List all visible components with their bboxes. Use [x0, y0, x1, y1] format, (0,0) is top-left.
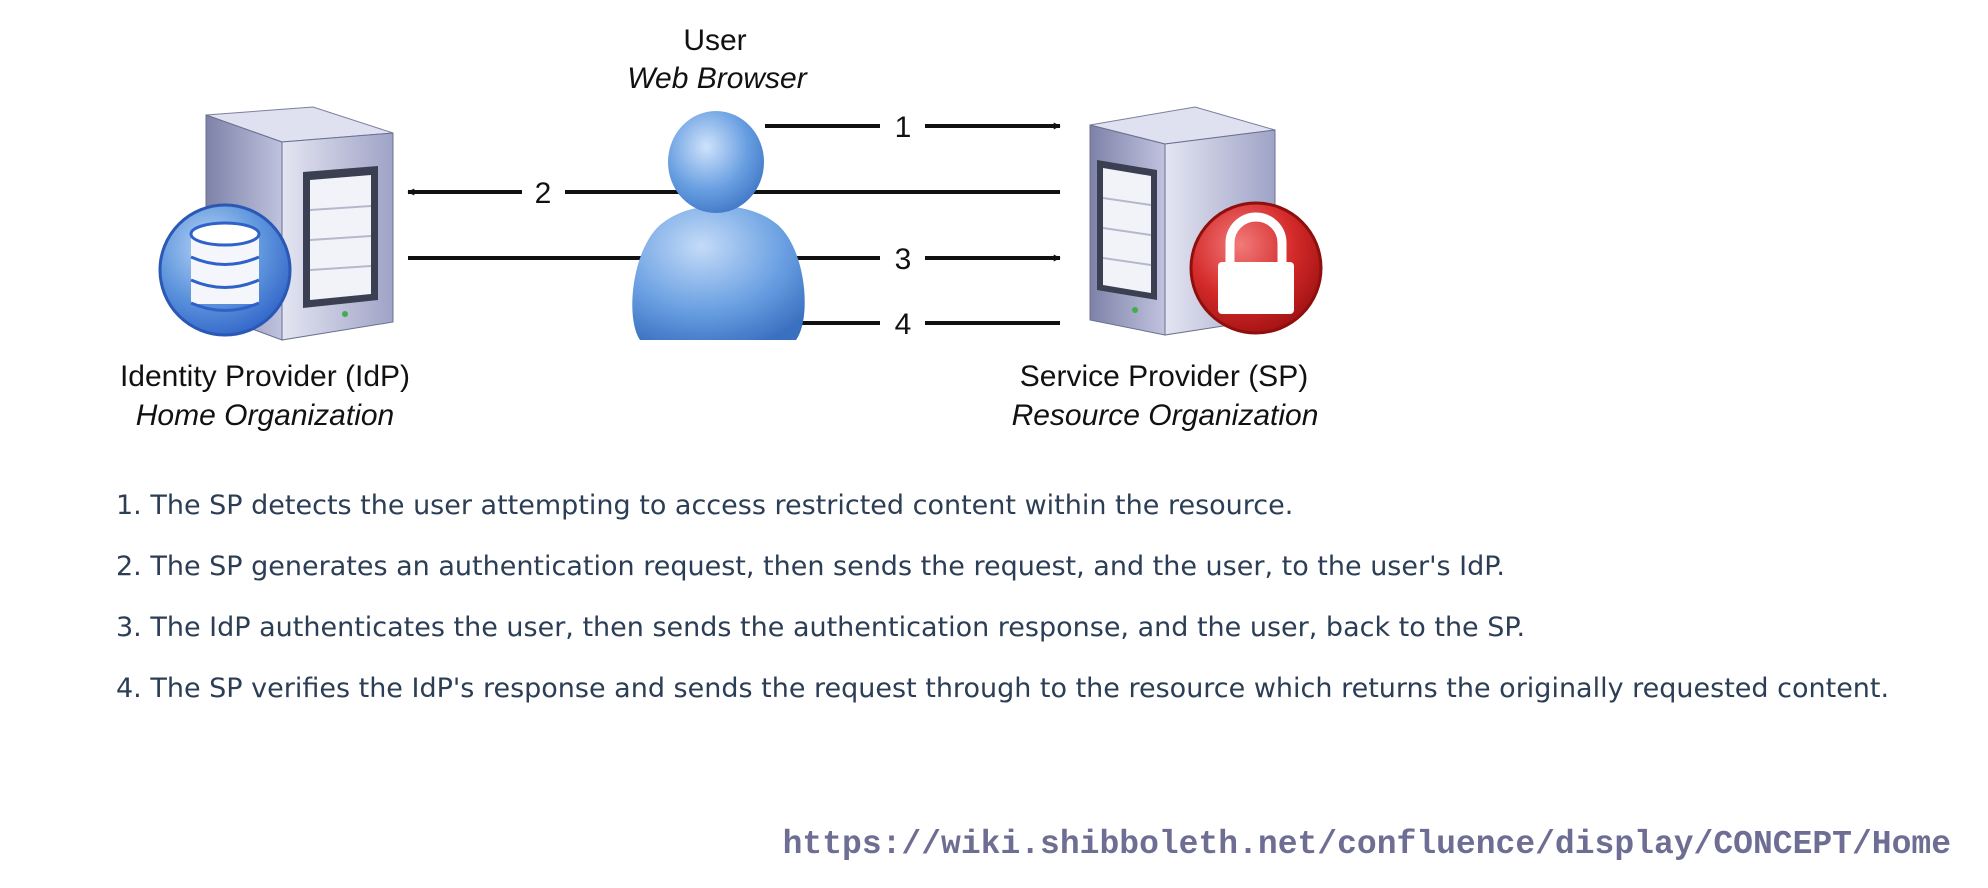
- step-item: 4. The SP verifies the IdP's response an…: [116, 673, 1890, 704]
- sp-server-icon: [1089, 106, 1276, 336]
- arrow-label-1: 1: [895, 111, 912, 144]
- sp-subtitle: Resource Organization: [1012, 399, 1319, 432]
- arrow-label-2: 2: [535, 177, 552, 210]
- arrow-label-3: 3: [895, 243, 912, 276]
- idp-title: Identity Provider (IdP): [120, 360, 410, 393]
- step-list: 1. The SP detects the user attempting to…: [116, 482, 1889, 726]
- sp-title: Service Provider (SP): [1020, 360, 1308, 393]
- step-item: 2. The SP generates an authentication re…: [116, 551, 1505, 582]
- lock-icon: [1189, 201, 1323, 335]
- user-title: User: [683, 24, 746, 57]
- source-url: https://wiki.shibboleth.net/confluence/d…: [782, 826, 1951, 863]
- database-icon: [158, 203, 292, 337]
- step-item: 1. The SP detects the user attempting to…: [116, 490, 1294, 521]
- arrow-label-4: 4: [895, 308, 912, 341]
- user-subtitle: Web Browser: [627, 62, 808, 95]
- user-icon: [632, 111, 805, 340]
- step-item: 3. The IdP authenticates the user, then …: [116, 612, 1526, 643]
- sso-flow-diagram: User Web Browser 1 2 3 4: [120, 24, 1323, 432]
- idp-subtitle: Home Organization: [136, 399, 394, 432]
